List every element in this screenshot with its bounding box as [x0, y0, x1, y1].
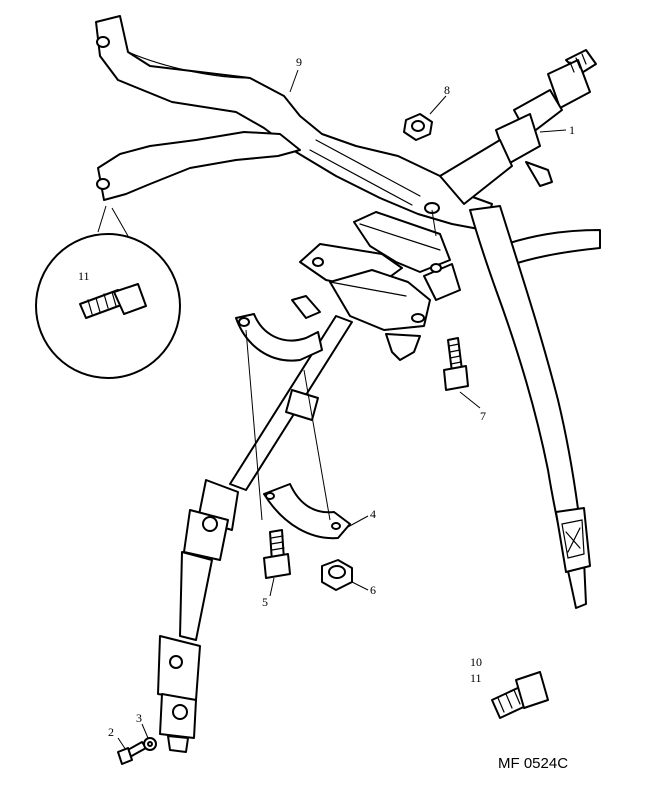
callout-9: 9 — [296, 55, 302, 69]
callout-11-inset: 11 — [78, 269, 90, 283]
bolt-2 — [117, 741, 147, 765]
callout-labels: 1 2 3 4 5 6 7 8 9 10 11 11 — [78, 55, 575, 739]
callout-6: 6 — [370, 583, 376, 597]
column-mounting-bracket — [299, 211, 461, 361]
callout-4: 4 — [370, 507, 376, 521]
bolt-10-11 — [491, 671, 549, 719]
lower-clamp-half — [263, 483, 351, 540]
callout-8: 8 — [444, 83, 450, 97]
callout-1: 1 — [569, 123, 575, 137]
cross-car-beam — [95, 15, 601, 609]
callout-11-bottom: 11 — [470, 671, 482, 685]
callout-7: 7 — [480, 409, 486, 423]
flange-nut-6 — [321, 559, 353, 591]
lower-steering-shaft — [157, 315, 353, 753]
bolt-7 — [443, 337, 469, 391]
upper-clamp-half — [235, 295, 323, 362]
upper-steering-column — [439, 49, 597, 205]
callout-leaders — [117, 69, 567, 751]
figure-reference: MF 0524C — [498, 755, 568, 772]
detail-inset — [35, 205, 181, 379]
callout-3: 3 — [136, 711, 142, 725]
bolt-5 — [263, 529, 291, 579]
callout-5: 5 — [262, 595, 268, 609]
callout-10: 10 — [470, 655, 482, 669]
flange-nut-8 — [403, 113, 433, 141]
washer-3 — [143, 737, 157, 751]
callout-2: 2 — [108, 725, 114, 739]
